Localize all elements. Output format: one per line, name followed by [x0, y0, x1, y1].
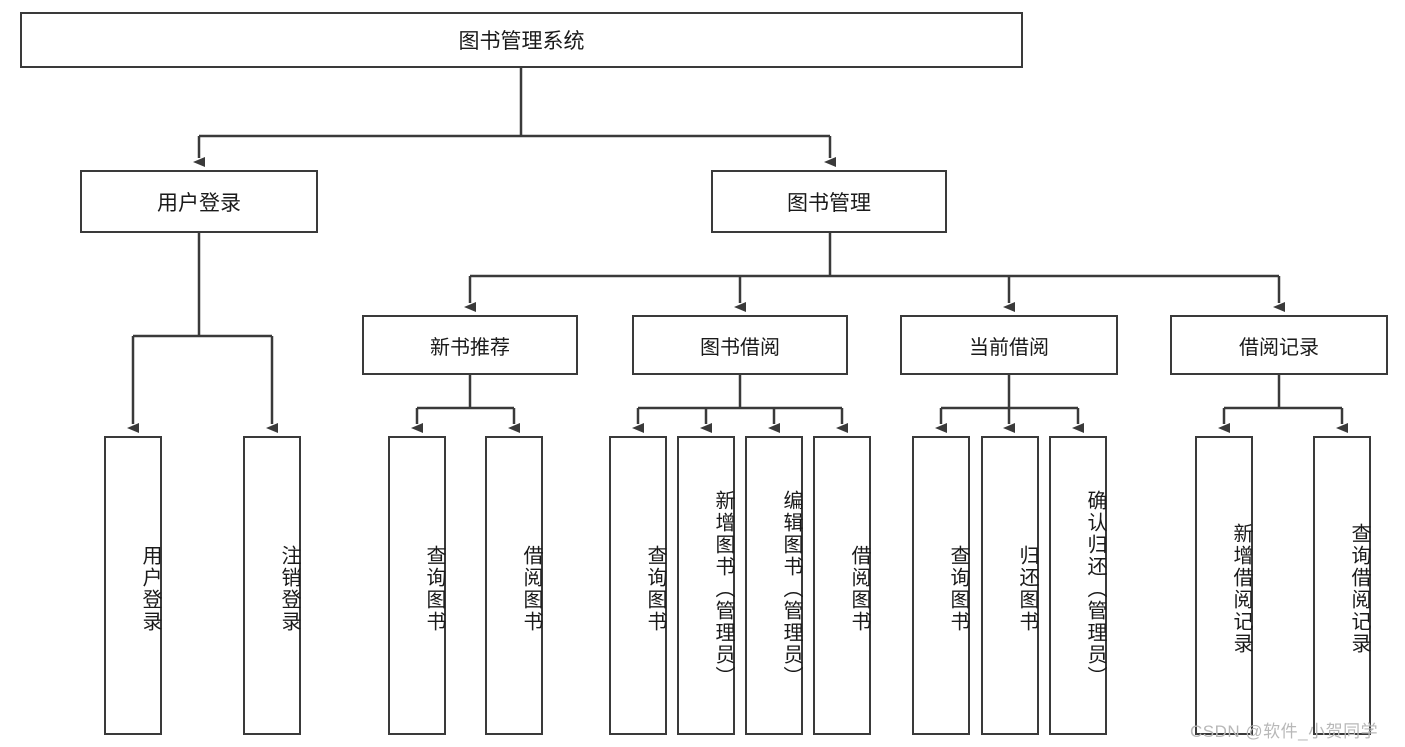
- leaf-user-login-2[interactable]: 注销登录: [243, 436, 301, 735]
- leaf-new-book-1-label: 查询图书: [423, 544, 445, 633]
- node-current-borrow[interactable]: 当前借阅: [900, 315, 1118, 375]
- csdn-watermark: CSDN @软件_小贺同学: [1190, 722, 1379, 741]
- leaf-user-login-1-label: 用户登录: [139, 544, 161, 633]
- leaf-new-book-2[interactable]: 借阅图书: [485, 436, 543, 735]
- leaf-borrow-record-1-label: 新增借阅记录: [1230, 522, 1252, 655]
- leaf-borrow-record-2-label: 查询借阅记录: [1348, 522, 1370, 655]
- node-book-management[interactable]: 图书管理: [711, 170, 947, 233]
- leaf-borrow-record-2[interactable]: 查询借阅记录: [1313, 436, 1371, 735]
- leaf-book-borrow-4[interactable]: 借阅图书: [813, 436, 871, 735]
- node-user-login-label: 用户登录: [157, 191, 241, 215]
- leaf-current-borrow-2[interactable]: 归还图书: [981, 436, 1039, 735]
- leaf-user-login-1[interactable]: 用户登录: [104, 436, 162, 735]
- node-book-management-label: 图书管理: [787, 191, 871, 215]
- node-new-book-recommend[interactable]: 新书推荐: [362, 315, 578, 375]
- leaf-book-borrow-1[interactable]: 查询图书: [609, 436, 667, 735]
- leaf-current-borrow-3-label: 确认归还（管理员）: [1084, 489, 1106, 688]
- leaf-new-book-1[interactable]: 查询图书: [388, 436, 446, 735]
- leaf-current-borrow-3[interactable]: 确认归还（管理员）: [1049, 436, 1107, 735]
- leaf-book-borrow-3-label: 编辑图书（管理员）: [780, 489, 802, 688]
- node-borrow-record[interactable]: 借阅记录: [1170, 315, 1388, 375]
- leaf-book-borrow-2-label: 新增图书（管理员）: [712, 489, 734, 688]
- node-book-borrow-label: 图书借阅: [700, 336, 780, 359]
- node-borrow-record-label: 借阅记录: [1239, 336, 1319, 359]
- leaf-user-login-2-label: 注销登录: [278, 544, 300, 633]
- leaf-current-borrow-1[interactable]: 查询图书: [912, 436, 970, 735]
- node-book-borrow[interactable]: 图书借阅: [632, 315, 848, 375]
- node-root[interactable]: 图书管理系统: [20, 12, 1023, 68]
- node-user-login[interactable]: 用户登录: [80, 170, 318, 233]
- node-new-book-recommend-label: 新书推荐: [430, 336, 510, 359]
- leaf-book-borrow-2[interactable]: 新增图书（管理员）: [677, 436, 735, 735]
- leaf-new-book-2-label: 借阅图书: [520, 544, 542, 633]
- leaf-borrow-record-1[interactable]: 新增借阅记录: [1195, 436, 1253, 735]
- leaf-book-borrow-3[interactable]: 编辑图书（管理员）: [745, 436, 803, 735]
- node-root-label: 图书管理系统: [458, 30, 585, 53]
- node-current-borrow-label: 当前借阅: [969, 336, 1049, 359]
- leaf-current-borrow-2-label: 归还图书: [1016, 544, 1038, 633]
- leaf-current-borrow-1-label: 查询图书: [947, 544, 969, 633]
- leaf-book-borrow-4-label: 借阅图书: [848, 544, 870, 633]
- leaf-book-borrow-1-label: 查询图书: [644, 544, 666, 633]
